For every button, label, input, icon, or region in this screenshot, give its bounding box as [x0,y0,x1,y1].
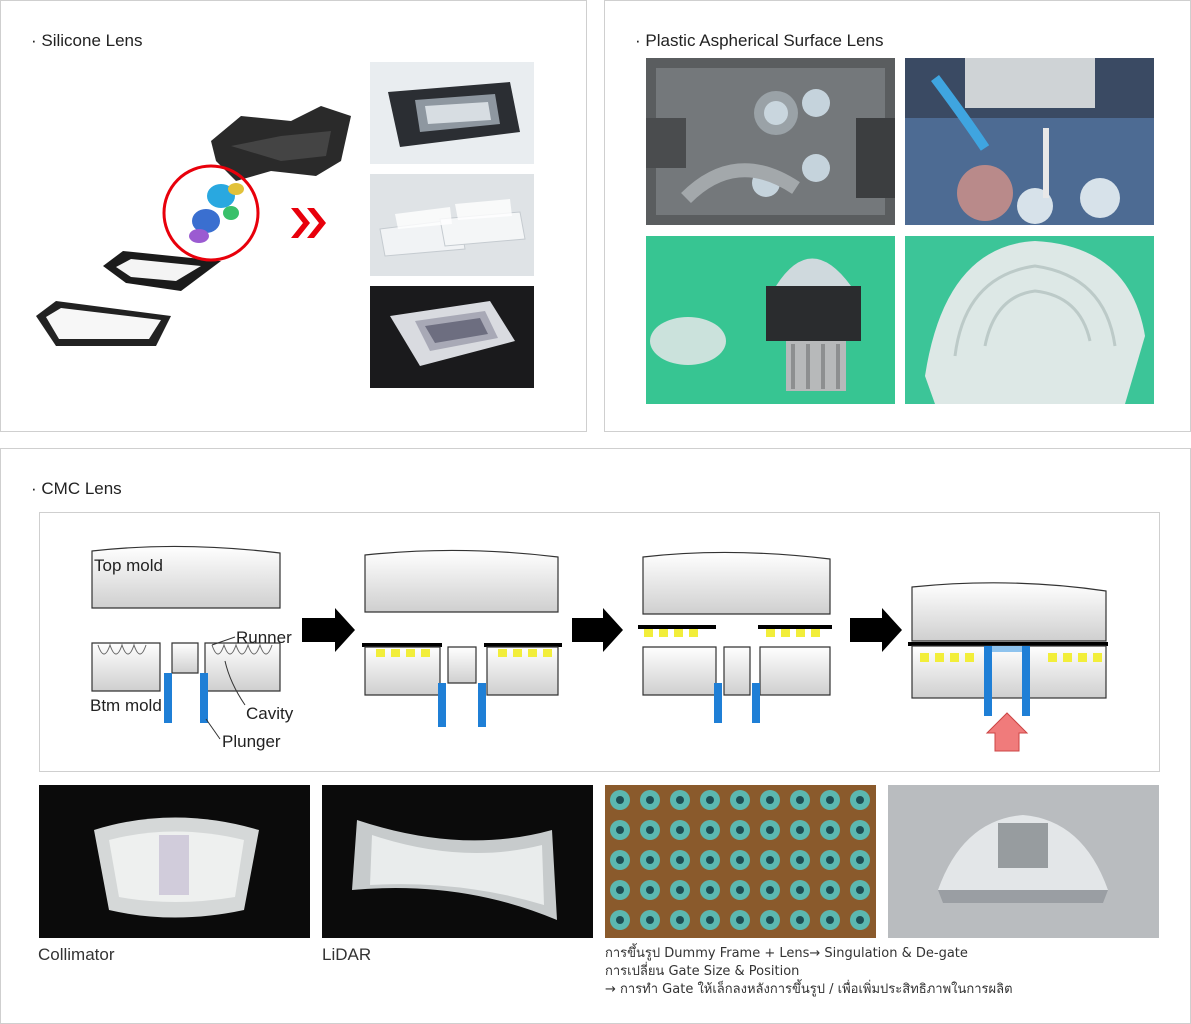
plastic-aspherical-panel: · Plastic Aspherical Surface Lens [604,0,1191,432]
process-step-1: Top mold Runner Btm mold Cavity Plunger [90,545,294,751]
top-mold-shape [91,545,281,609]
push-up-arrow-icon [985,712,1029,752]
silicone-part-lit-image [370,286,534,388]
section-title-silicone: · Silicone Lens [31,31,143,50]
lens-array-image [605,785,876,938]
process-note-2: การเปลี่ยน Gate Size & Position [605,964,800,979]
plunger-rod [200,673,208,723]
plunger-label: Plunger [222,732,281,751]
process-note-3: → การทำ Gate ให้เล็กลงหลังการขึ้นรูป / เ… [605,982,1013,997]
plunger-rod [164,673,172,723]
double-chevron-right-icon [289,206,329,240]
process-step-3 [638,551,832,723]
silicone-part-dark-image [370,62,534,164]
process-arrow-icon [302,608,355,652]
dome-lens-image [888,785,1159,938]
aspherical-lens-closeup-image [905,236,1154,404]
collimator-image [39,785,310,938]
process-step-2 [362,549,562,727]
section-title-plastic: · Plastic Aspherical Surface Lens [635,31,884,50]
lidar-caption: LiDAR [322,945,372,964]
inspection-machine-image [905,58,1154,225]
lens-module-image [646,236,895,404]
btm-mold-label: Btm mold [90,696,162,715]
collimator-caption: Collimator [38,945,115,964]
process-note-1: การขึ้นรูป Dummy Frame + Lens→ Singulati… [605,946,968,961]
cmc-lens-panel: · CMC Lens Top mold Runner [0,448,1191,1024]
process-arrow-icon [572,608,623,652]
cmc-process-diagram: Top mold Runner Btm mold Cavity Plunger [39,512,1160,772]
silicone-lens-panel: · Silicone Lens [0,0,587,432]
top-mold-label: Top mold [94,556,163,575]
headlamp-exploded-image [31,101,361,371]
mold-machine-image [646,58,895,225]
section-title-cmc: · CMC Lens [31,479,122,498]
process-arrow-icon [850,608,902,652]
process-step-4 [908,582,1108,752]
cavity-label: Cavity [246,704,294,723]
silicone-part-clear-image [370,174,534,276]
lidar-image [322,785,593,938]
runner-label: Runner [236,628,292,647]
